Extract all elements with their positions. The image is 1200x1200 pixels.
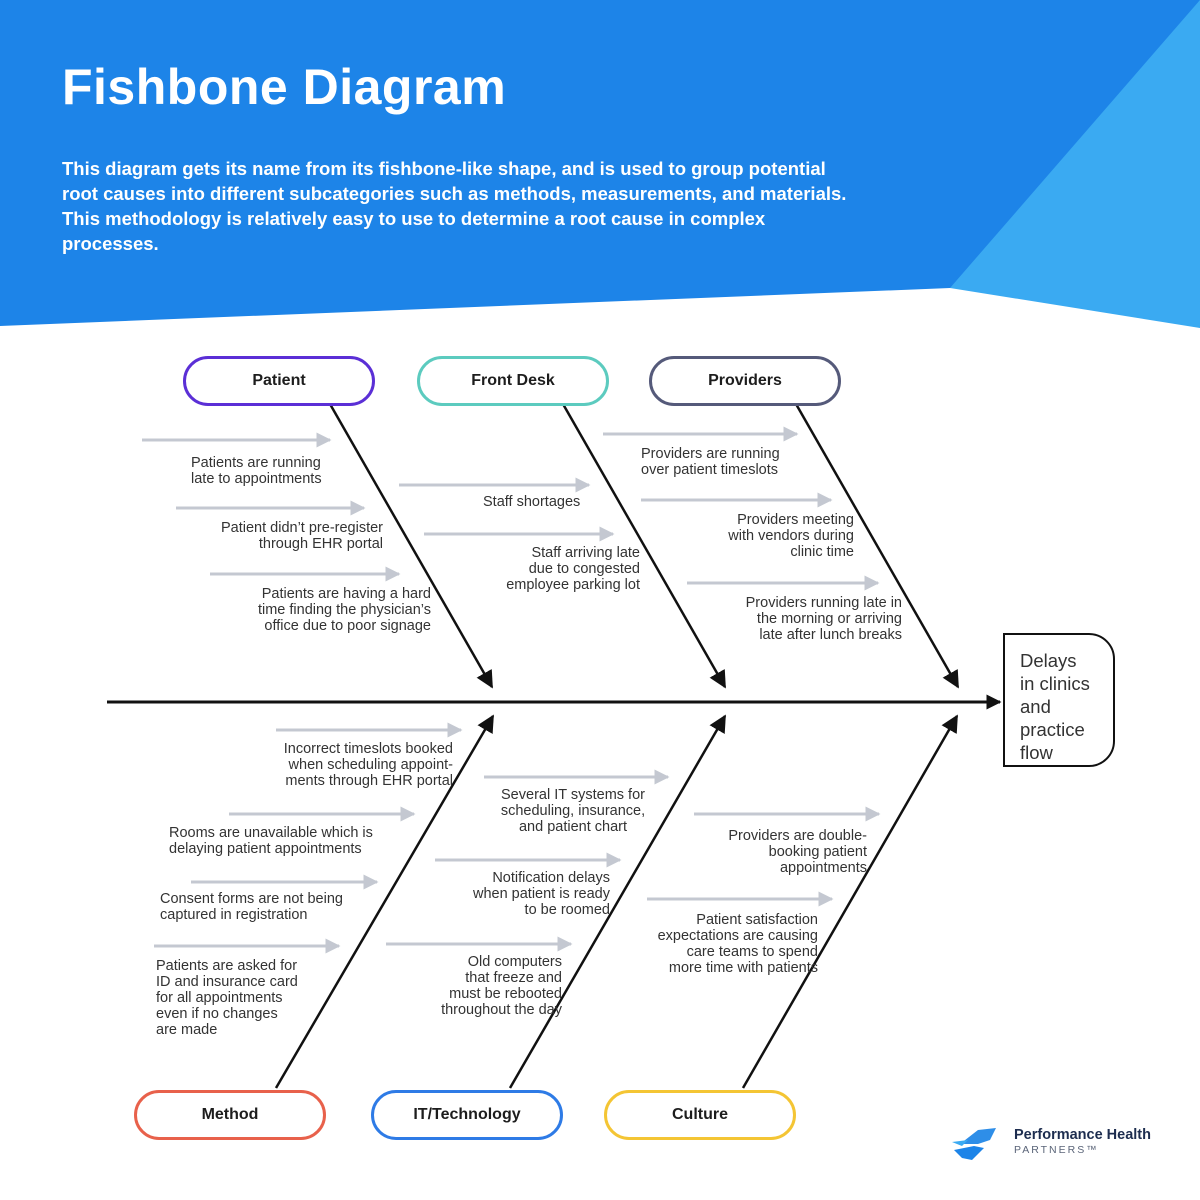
category-it-technology: IT/Technology — [371, 1090, 563, 1140]
cause-it-2: Notification delays when patient is read… — [472, 870, 610, 918]
page-title: Fishbone Diagram — [62, 59, 507, 115]
bone-providers — [794, 403, 960, 689]
header-accent — [950, 0, 1200, 328]
page-description: This diagram gets its name from its fish… — [62, 158, 847, 254]
cause-method-2: Rooms are unavailable which is delaying … — [169, 825, 373, 857]
category-front-desk: Front Desk — [417, 356, 609, 406]
effect-box: Delays in clinics and practice flow — [1003, 633, 1115, 767]
cause-front-desk-2: Staff arriving late due to congested emp… — [506, 545, 640, 593]
header-background — [0, 0, 1200, 326]
cause-culture-1: Providers are double- booking patient ap… — [728, 828, 867, 876]
bone-front-desk — [561, 403, 727, 689]
cause-culture-2: Patient satisfaction expectations are ca… — [657, 912, 818, 976]
logo-subtitle: PARTNERS™ — [1014, 1144, 1099, 1156]
cause-patient-3: Patients are having a hard time finding … — [257, 586, 431, 634]
category-method: Method — [134, 1090, 326, 1140]
company-logo: Performance Health PARTNERS™ — [950, 1124, 1151, 1162]
cause-patient-2: Patient didn’t pre-register through EHR … — [221, 520, 383, 552]
cause-providers-2: Providers meeting with vendors during cl… — [728, 512, 854, 560]
cause-method-3: Consent forms are not being captured in … — [160, 891, 343, 923]
category-patient: Patient — [183, 356, 375, 406]
cause-it-1: Several IT systems for scheduling, insur… — [500, 787, 646, 835]
effect-label: Delays in clinics and practice flow — [1020, 650, 1090, 763]
bone-patient — [328, 403, 494, 689]
bone-method — [274, 714, 495, 1089]
cause-method-4: Patients are asked for ID and insurance … — [156, 958, 298, 1038]
cause-patient-1: Patients are running late to appointment… — [191, 455, 322, 487]
cause-it-3: Old computers that freeze and must be re… — [441, 954, 562, 1018]
cause-providers-1: Providers are running over patient times… — [641, 446, 780, 478]
logo-mark-icon — [952, 1128, 996, 1160]
category-culture: Culture — [604, 1090, 796, 1140]
logo-name: Performance Health — [1014, 1127, 1151, 1143]
cause-method-1: Incorrect timeslots booked when scheduli… — [283, 741, 453, 789]
cause-front-desk-1: Staff shortages — [483, 494, 581, 510]
bone-it-technology — [508, 714, 727, 1089]
cause-providers-3: Providers running late in the morning or… — [745, 595, 902, 643]
bone-culture — [741, 714, 959, 1089]
category-providers: Providers — [649, 356, 841, 406]
